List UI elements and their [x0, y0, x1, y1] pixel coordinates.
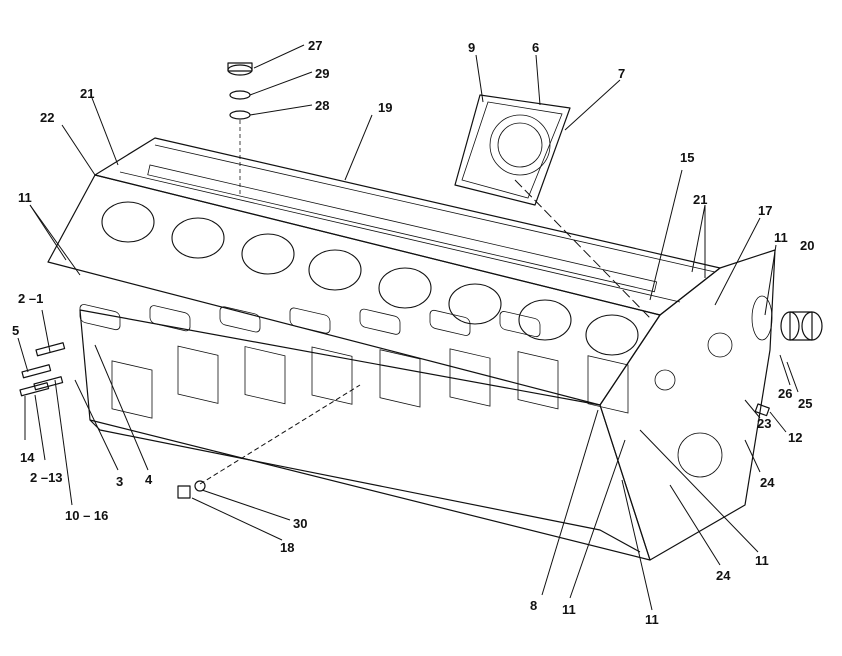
callout-25: 25 — [798, 396, 812, 411]
plug-20 — [780, 311, 823, 341]
callout-2-1: 2 –1 — [18, 291, 43, 306]
callout-24-right: 24 — [760, 475, 775, 490]
callout-14: 14 — [20, 450, 35, 465]
callout-21-right: 21 — [693, 192, 707, 207]
callout-11-bottom-center: 11 — [562, 602, 576, 617]
end-face-details — [654, 295, 773, 478]
callout-11-lower-right: 11 — [755, 553, 769, 568]
callout-26: 26 — [778, 386, 792, 401]
callout-11-upper-left: 11 — [18, 190, 32, 205]
callout-20: 20 — [800, 238, 814, 253]
callout-23: 23 — [757, 416, 771, 431]
callout-labels: 27 29 28 9 6 7 21 22 19 15 21 17 11 11 2… — [12, 38, 814, 627]
crankcase-windows — [111, 345, 629, 419]
callout-9: 9 — [468, 40, 475, 55]
callout-18: 18 — [280, 540, 294, 555]
cylinder-bore-2 — [171, 217, 225, 259]
leader-lines — [17, 44, 799, 611]
callout-30: 30 — [293, 516, 307, 531]
cylinder-bore-3 — [241, 233, 295, 275]
cylinder-bore-7 — [518, 299, 572, 341]
callout-22: 22 — [40, 110, 54, 125]
callout-21-top: 21 — [80, 86, 94, 101]
callout-15: 15 — [680, 150, 694, 165]
cylinder-bore-4 — [308, 249, 362, 291]
callout-8: 8 — [530, 598, 537, 613]
callout-29: 29 — [315, 66, 329, 81]
callout-11-upper-right: 11 — [774, 230, 788, 245]
callout-5: 5 — [12, 323, 19, 338]
upper-port-row — [79, 304, 541, 338]
callout-4: 4 — [145, 472, 153, 487]
callout-27: 27 — [308, 38, 322, 53]
callout-11-bottom-right: 11 — [645, 612, 659, 627]
cylinder-head-gasket — [454, 94, 571, 206]
callout-24-bottom: 24 — [716, 568, 731, 583]
cylinder-bores — [101, 201, 639, 356]
studs-left — [19, 342, 66, 397]
cylinder-bore-1 — [101, 201, 155, 243]
cylinder-bore-5 — [378, 267, 432, 309]
callout-19: 19 — [378, 100, 392, 115]
cylinder-bore-6 — [448, 283, 502, 325]
engine-block — [47, 137, 776, 561]
fitting-12 — [754, 403, 770, 417]
plug-18 — [177, 480, 206, 499]
callout-3: 3 — [116, 474, 123, 489]
callout-17: 17 — [758, 203, 772, 218]
callout-12: 12 — [788, 430, 802, 445]
callout-10-16: 10 – 16 — [65, 508, 108, 523]
callout-6: 6 — [532, 40, 539, 55]
callout-28: 28 — [315, 98, 329, 113]
callout-2-13: 2 –13 — [30, 470, 63, 485]
cylinder-bore-8 — [585, 314, 639, 356]
seal-stack — [227, 62, 253, 195]
callout-7: 7 — [618, 66, 625, 81]
